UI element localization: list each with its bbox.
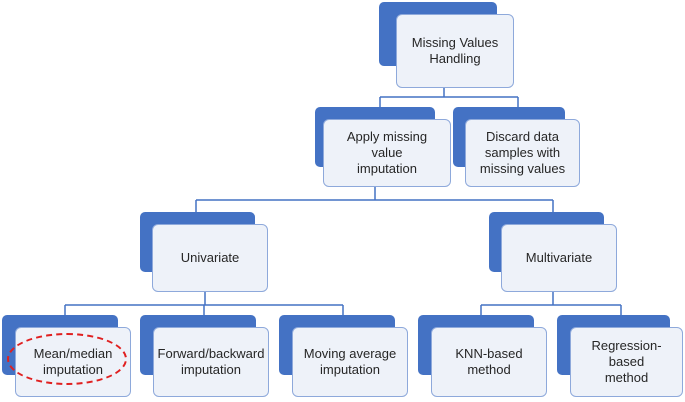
node-missing-values-handling: Missing Values Handling bbox=[379, 2, 514, 88]
node-apply-imputation: Apply missing value imputation bbox=[315, 107, 451, 187]
node-label: Missing Values Handling bbox=[396, 14, 514, 88]
connector-impute bbox=[195, 186, 554, 212]
node-label: Discard data samples with missing values bbox=[465, 119, 580, 187]
node-multivariate: Multivariate bbox=[489, 212, 617, 292]
connector-multivariate bbox=[480, 292, 622, 315]
node-label: Apply missing value imputation bbox=[323, 119, 451, 187]
node-label: KNN-based method bbox=[431, 327, 547, 397]
connector-root bbox=[379, 87, 519, 107]
node-label: Forward/backward imputation bbox=[153, 327, 269, 397]
node-forward-backward: Forward/backward imputation bbox=[140, 315, 269, 397]
node-univariate: Univariate bbox=[140, 212, 268, 292]
node-label: Multivariate bbox=[501, 224, 617, 292]
node-label: Moving average imputation bbox=[292, 327, 408, 397]
node-moving-average: Moving average imputation bbox=[279, 315, 408, 397]
node-label: Regression-based method bbox=[570, 327, 683, 397]
node-label: Univariate bbox=[152, 224, 268, 292]
connector-univariate bbox=[64, 292, 344, 315]
node-discard-samples: Discard data samples with missing values bbox=[453, 107, 580, 187]
highlight-ellipse bbox=[7, 333, 127, 385]
node-regression: Regression-based method bbox=[557, 315, 683, 397]
node-knn: KNN-based method bbox=[418, 315, 547, 397]
